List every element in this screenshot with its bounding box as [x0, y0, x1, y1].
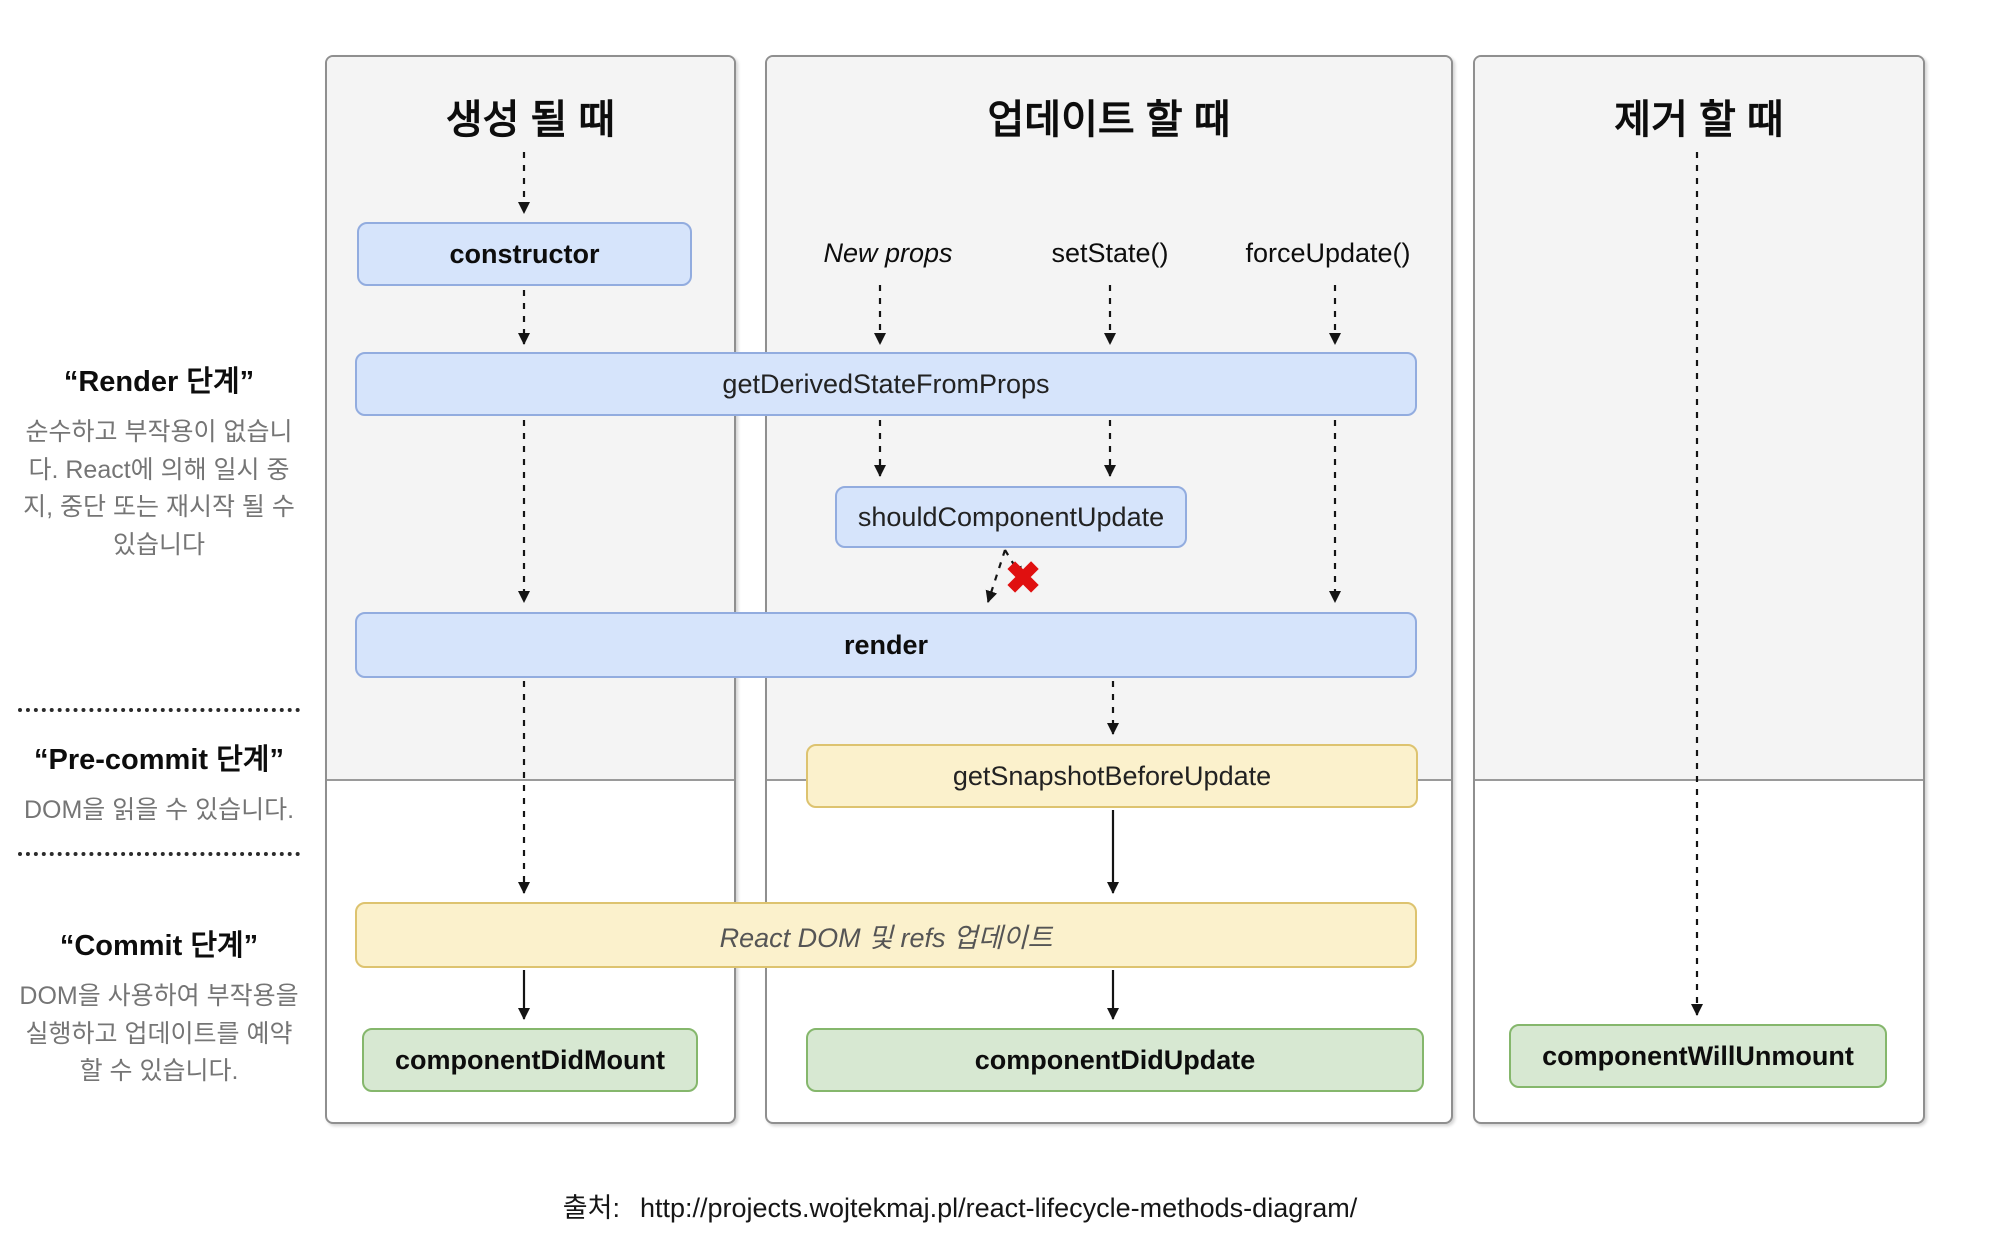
- node-component-did-mount: componentDidMount: [362, 1028, 698, 1092]
- panel-mount-header: 생성 될 때: [445, 98, 616, 142]
- cancel-render-icon: ✖: [1004, 554, 1042, 603]
- trigger-set-state: setState(): [1051, 238, 1169, 268]
- trigger-new-props: New props: [823, 238, 953, 268]
- commit-phase-note: “Commit 단계” DOM을 사용하여 부작용을 실행하고 업데이트를 예약…: [18, 922, 300, 1091]
- phase-divider-top: [18, 708, 300, 712]
- node-component-will-unmount: componentWillUnmount: [1509, 1024, 1887, 1088]
- node-get-snapshot-before-update: getSnapshotBeforeUpdate: [806, 744, 1418, 808]
- node-constructor: constructor: [357, 222, 692, 286]
- precommit-phase-description: DOM을 읽을 수 있습니다.: [23, 796, 295, 824]
- commit-phase-description: DOM을 사용하여 부작용을 실행하고 업데이트를 예약 할 수 있습니다.: [19, 982, 299, 1085]
- phase-divider-bottom: [18, 852, 300, 856]
- render-phase-title: “Render 단계”: [63, 366, 255, 398]
- panel-update-header: 업데이트 할 때: [987, 98, 1231, 142]
- panel-unmount-render-phase-area: [1475, 57, 1923, 781]
- node-react-dom-refs-update: React DOM 및 refs 업데이트: [355, 902, 1417, 968]
- panel-unmount-header: 제거 할 때: [1614, 98, 1784, 142]
- precommit-phase-note: “Pre-commit 단계” DOM을 읽을 수 있습니다.: [18, 736, 300, 830]
- render-phase-description: 순수하고 부작용이 없습니다. React에 의해 일시 중지, 중단 또는 재…: [23, 418, 295, 559]
- node-component-did-update: componentDidUpdate: [806, 1028, 1424, 1092]
- node-get-derived-state-from-props: getDerivedStateFromProps: [355, 352, 1417, 416]
- precommit-phase-title: “Pre-commit 단계”: [34, 744, 284, 776]
- source-label: 출처:: [562, 1193, 620, 1223]
- node-render: render: [355, 612, 1417, 678]
- commit-phase-title: “Commit 단계”: [59, 930, 259, 962]
- render-phase-note: “Render 단계” 순수하고 부작용이 없습니다. React에 의해 일시…: [18, 358, 300, 564]
- source-line: 출처: http://projects.wojtekmaj.pl/react-li…: [0, 1186, 1920, 1225]
- panel-unmount: 제거 할 때: [1473, 55, 1925, 1124]
- node-should-component-update: shouldComponentUpdate: [835, 486, 1187, 548]
- trigger-force-update: forceUpdate(): [1245, 238, 1411, 268]
- source-url: http://projects.wojtekmaj.pl/react-lifec…: [639, 1193, 1358, 1223]
